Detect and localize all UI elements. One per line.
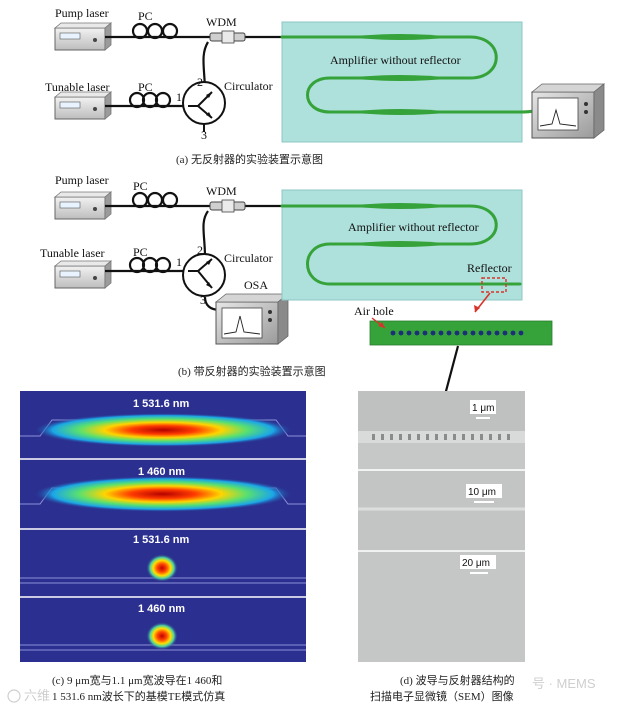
port-2-label-b: 2	[197, 243, 203, 257]
amplifier-label-a: Amplifier without reflector	[330, 53, 461, 67]
scalebar-box-3	[460, 555, 496, 569]
pc-top-coils	[130, 22, 189, 40]
watermark-right: 号 · MEMS	[532, 676, 596, 691]
mode-tile-3	[20, 554, 306, 584]
scale-label-1: 1 μm	[472, 403, 494, 414]
scalebar-box-1	[470, 400, 496, 414]
waveguide-a	[280, 35, 542, 114]
panel-a: Pump laser Tunable laser PC	[45, 6, 606, 166]
sem-tile-1-top	[358, 391, 525, 431]
port-3-label-b: 3	[200, 293, 206, 307]
circulator-label-b: Circulator	[224, 251, 273, 265]
amplifier-chip	[281, 21, 523, 143]
tunable-laser-label-b: Tunable laser	[40, 246, 105, 260]
pc-top-label: PC	[138, 9, 153, 23]
circulator-symbol-b	[182, 253, 226, 297]
circulator-symbol	[182, 81, 226, 132]
pump-laser-device-b	[53, 191, 113, 220]
reflector-zoom-strip	[369, 320, 553, 346]
osa-device-a	[530, 83, 606, 139]
caption-d-line2: 扫描电子显微镜（SEM）图像	[370, 689, 514, 703]
osa-device-b	[214, 293, 290, 345]
pc-top-label-b: PC	[133, 179, 148, 193]
watermark-logo-icon	[7, 689, 21, 703]
caption-c-line2: 1 531.6 nm波长下的基模TE模式仿真	[52, 689, 225, 703]
pc-bottom-label-b: PC	[133, 245, 148, 259]
wdm-label-b: WDM	[206, 184, 237, 198]
air-hole-pointer-head	[378, 322, 385, 328]
pump-laser-label-b: Pump laser	[55, 173, 109, 187]
wdm-coupler-b	[209, 199, 246, 213]
pc-bottom-label: PC	[138, 80, 153, 94]
waveguide-b	[280, 204, 522, 286]
osa-label-b: OSA	[244, 278, 268, 292]
mode-label-1: 1 531.6 nm	[133, 398, 189, 410]
waveguide-tapers-a	[345, 34, 455, 115]
tunable-laser-device-b	[53, 260, 113, 289]
tunable-laser-device	[53, 91, 113, 120]
panel-c: 1 531.6 nm 1 460 nm 1 531.6 nm 1 460 nm …	[20, 391, 306, 703]
sem-tile-3	[358, 552, 525, 662]
reflector-pointer-head	[474, 305, 480, 312]
sem-holes	[372, 434, 510, 440]
pc-top-coils-b	[130, 191, 189, 209]
port-1-label-b: 1	[176, 255, 182, 269]
caption-d-line1: (d) 波导与反射器结构的	[400, 673, 515, 687]
scale-label-3: 20 μm	[462, 558, 490, 569]
amplifier-label-b: Amplifier without reflector	[348, 220, 479, 234]
mode-tile-2	[20, 476, 306, 512]
caption-c-line1: (c) 9 μm宽与1.1 μm宽波导在1 460和	[52, 673, 222, 687]
tunable-laser-label: Tunable laser	[45, 80, 110, 94]
pump-laser-label: Pump laser	[55, 6, 109, 20]
port-1-label: 1	[176, 90, 182, 104]
wdm-coupler	[209, 30, 246, 44]
mode-label-2: 1 460 nm	[138, 466, 185, 478]
mode-label-3: 1 531.6 nm	[133, 534, 189, 546]
panel-d: 1 μm 10 μm 20 μm (d) 波导与反射器结构的 扫描电子显微镜（S…	[358, 391, 525, 703]
reflector-box	[481, 277, 507, 293]
pc-bottom-coils-b	[128, 256, 172, 274]
scalebar-box-2	[466, 484, 502, 498]
wdm-label: WDM	[206, 15, 237, 29]
watermark: 六维 号 · MEMS	[7, 676, 596, 703]
reflector-label: Reflector	[467, 261, 512, 275]
circulator-label: Circulator	[224, 79, 273, 93]
mode-label-4: 1 460 nm	[138, 603, 185, 615]
caption-a: (a) 无反射器的实验装置示意图	[176, 152, 323, 166]
scale-label-2: 10 μm	[468, 487, 496, 498]
waveguide-tapers-b	[345, 203, 455, 247]
port-3-label: 3	[201, 128, 207, 142]
panel-b: Pump laser Tunable laser PC WDM	[40, 173, 553, 431]
mode-tile-1	[20, 413, 306, 447]
watermark-left: 六维	[24, 688, 50, 703]
air-holes	[390, 330, 524, 336]
sem-tile-2	[358, 471, 525, 551]
mode-tile-4	[20, 622, 306, 651]
caption-b: (b) 带反射器的实验装置示意图	[178, 364, 326, 378]
port-2-label: 2	[197, 75, 203, 89]
air-hole-label: Air hole	[354, 304, 394, 318]
pc-bottom-coils	[128, 91, 172, 109]
pump-laser-device	[53, 22, 113, 51]
